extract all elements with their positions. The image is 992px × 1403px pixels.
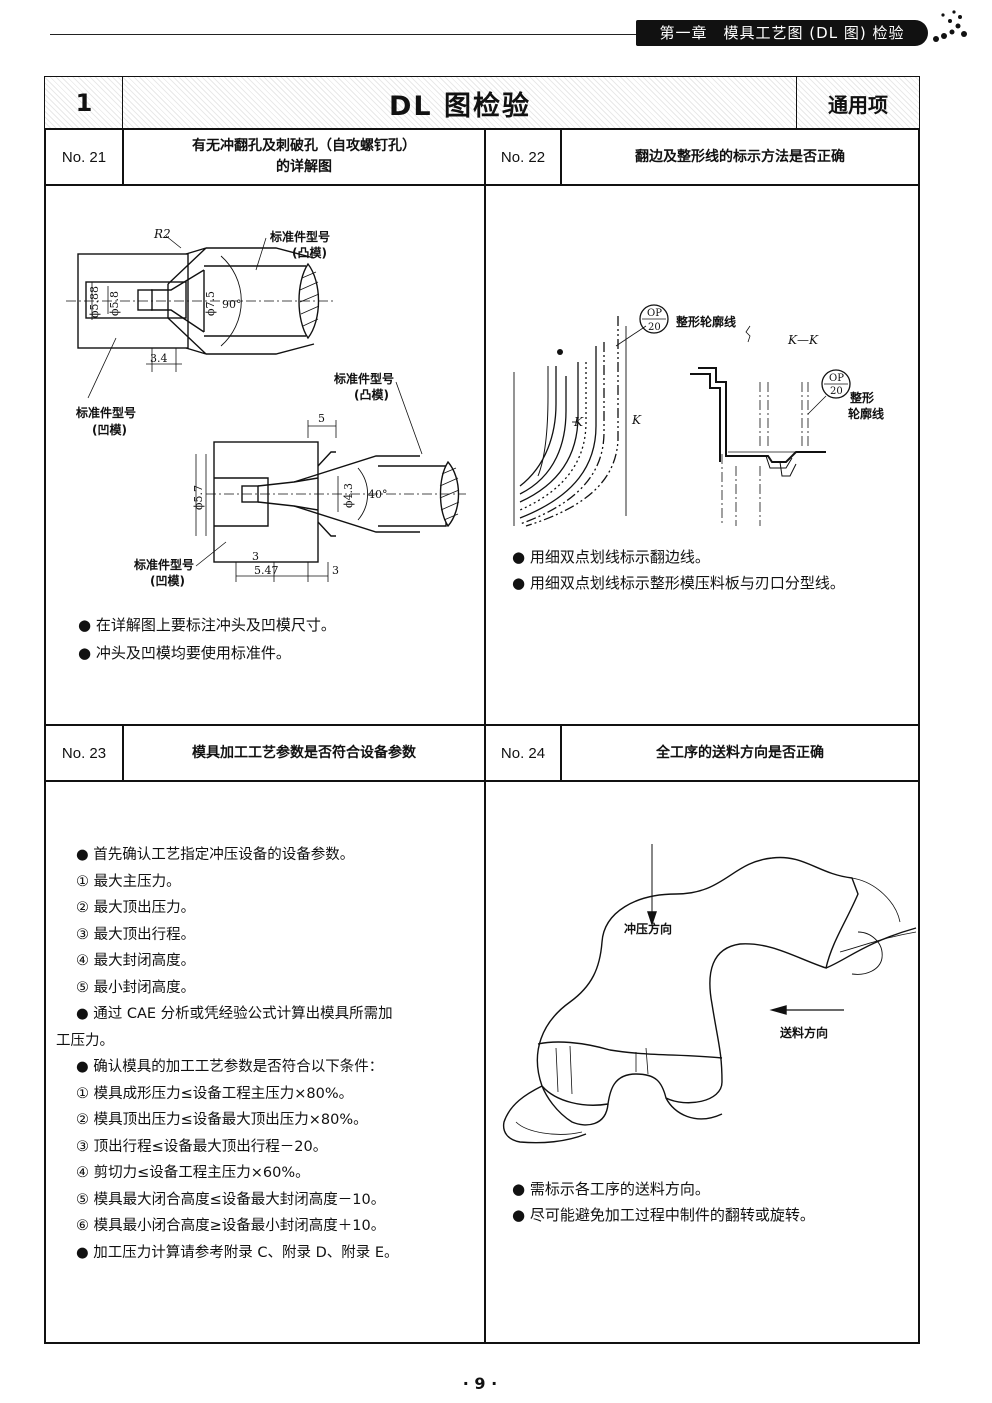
item-23-line: 工压力。 (56, 1032, 114, 1049)
item-23-line: ⑤ 最小封闭高度。 (76, 979, 196, 996)
std-lower-label-1: 标准件型号 (76, 406, 137, 420)
item-23-line: ⑥ 模具最小闭合高度≥设备最小封闭高度＋10。 (76, 1218, 386, 1234)
item-number-24: No. 24 (484, 724, 562, 782)
item-22-bullet-1-text: 用细双点划线标示翻边线。 (529, 548, 710, 566)
upper-label-1: (凸模) (292, 246, 327, 260)
item-body-23 (44, 780, 486, 1344)
item-23-line: ● 确认模具的加工工艺参数是否符合以下条件： (76, 1059, 384, 1075)
op-top: OP (647, 308, 662, 319)
flange-line-drawing: OP 20 OP 20 K—K K K (513, 304, 851, 527)
item-24-bullet-2: ● 尽可能避免加工过程中制件的翻转或旋转。 (512, 1206, 815, 1224)
dim-d58: ϕ5.8 (108, 291, 121, 316)
press-direction-label: 冲压方向 (624, 922, 673, 936)
item-23-line: ● 通过 CAE 分析或凭经验公式计算出模具所需加 (76, 1006, 393, 1022)
item-23-line: ④ 剪切力≤设备工程主压力×60%。 (76, 1165, 310, 1181)
item-22-bullet-2: ● 用细双点划线标示整形模压料板与刃口分型线。 (512, 574, 845, 592)
std-upper-label-2: 标准件型号 (334, 372, 395, 386)
shape-line-label-2b: 轮廓线 (848, 407, 885, 421)
item-23-line: ③ 顶出行程≤设备最大顶出行程－20。 (76, 1138, 328, 1155)
dim-d3a: 3 (252, 550, 259, 563)
k-label-1: K (573, 415, 584, 429)
sheet-title: DL 图检验 (122, 76, 798, 130)
decorative-dots-icon (933, 10, 967, 42)
item-22-bullet-1: ● 用细双点划线标示翻边线。 (512, 548, 710, 566)
item-number-21: No. 21 (44, 128, 124, 186)
item-23-line: ● 首先确认工艺指定冲压设备的设备参数。 (76, 847, 355, 863)
item-body-21 (44, 184, 486, 726)
item-24-bullet-2-text: 尽可能避免加工过程中制件的翻转或旋转。 (529, 1206, 815, 1224)
feed-direction-drawing (502, 844, 917, 1144)
dim-r2: R2 (153, 227, 171, 241)
item-23-line: ① 最大主压力。 (76, 873, 181, 890)
item-title-23: 模具加工工艺参数是否符合设备参数 (122, 724, 486, 782)
category-tag: 通用项 (796, 76, 920, 130)
op2-bottom: 20 (830, 386, 843, 397)
lower-label-2: (凹模) (150, 574, 185, 588)
op-bottom: 20 (648, 322, 661, 333)
kk-label: K—K (787, 333, 819, 347)
item-21-bullet-1-text: 在详解图上要标注冲头及凹模尺寸。 (95, 616, 336, 634)
dim-d75: ϕ7.5 (204, 291, 217, 316)
op2-top: OP (829, 373, 844, 384)
dim-a90: 90° (222, 298, 242, 311)
item-title-24: 全工序的送料方向是否正确 (560, 724, 920, 782)
k-label-2: K (631, 413, 642, 427)
item-title-21-line1: 有无冲翻孔及刺破孔（自攻螺钉孔） (192, 138, 416, 154)
item-23-line: ① 模具成形压力≤设备工程主压力×80%。 (76, 1085, 354, 1102)
item-23-line: ● 加工压力计算请参考附录 C、附录 D、附录 E。 (76, 1244, 399, 1261)
item-21-bullet-1: ● 在详解图上要标注冲头及凹模尺寸。 (78, 616, 336, 634)
item-24-bullet-1-text: 需标示各工序的送料方向。 (529, 1180, 710, 1198)
lower-label-1: (凹模) (92, 423, 127, 437)
dim-d547: 5.47 (254, 564, 279, 577)
item-title-22: 翻边及整形线的标示方法是否正确 (560, 128, 920, 186)
dim-d43: ϕ4.3 (342, 483, 355, 508)
header-rule (50, 34, 640, 35)
item-23-text-block: ● 首先确认工艺指定冲压设备的设备参数。 ① 最大主压力。 ② 最大顶出压力。 … (56, 842, 476, 1266)
item-title-21-line2: 的详解图 (276, 159, 332, 175)
item-24-bullet-1: ● 需标示各工序的送料方向。 (512, 1180, 710, 1198)
item-number-22: No. 22 (484, 128, 562, 186)
section-number: 1 (44, 76, 124, 130)
page-number: · 9 · (462, 1374, 498, 1393)
item-21-bullet-2: ● 冲头及凹模均要使用标准件。 (78, 644, 291, 662)
item-body-22 (484, 184, 920, 726)
item-22-bullet-2-text: 用细双点划线标示整形模压料板与刃口分型线。 (529, 574, 845, 592)
item-23-line: ③ 最大顶出行程。 (76, 926, 196, 943)
upper-label-2: (凸模) (354, 388, 389, 402)
dim-a40: 40° (368, 488, 388, 501)
item-21-bullet-2-text: 冲头及凹模均要使用标准件。 (95, 644, 291, 662)
std-lower-label-2: 标准件型号 (134, 558, 195, 572)
item-23-line: ② 最大顶出压力。 (76, 900, 196, 916)
item-number-23: No. 23 (44, 724, 124, 782)
dim-d5: 5 (318, 412, 325, 425)
piercing-detail-drawing: R2 ϕ5.88 ϕ5.8 ϕ7.5 90° 3.4 5 ϕ5.7 ϕ4.3 4… (66, 227, 466, 582)
std-upper-label-1: 标准件型号 (270, 230, 331, 244)
shape-line-label-2a: 整形 (850, 391, 875, 405)
dim-d57: ϕ5.7 (192, 485, 205, 510)
shape-line-label: 整形轮廓线 (676, 315, 737, 329)
dim-d34: 3.4 (150, 352, 168, 365)
item-23-line: ② 模具顶出压力≤设备最大顶出压力×80%。 (76, 1112, 368, 1128)
chapter-banner: 第一章 模具工艺图 (DL 图) 检验 (636, 20, 928, 46)
item-23-line: ④ 最大封闭高度。 (76, 953, 196, 969)
item-title-21: 有无冲翻孔及刺破孔（自攻螺钉孔） 的详解图 (122, 128, 486, 186)
feed-direction-label: 送料方向 (780, 1026, 829, 1040)
item-23-line: ⑤ 模具最大闭合高度≤设备最大封闭高度－10。 (76, 1191, 386, 1208)
dim-d3b: 3 (332, 564, 339, 577)
item-body-24 (484, 780, 920, 1344)
dim-d588: ϕ5.88 (88, 286, 101, 318)
